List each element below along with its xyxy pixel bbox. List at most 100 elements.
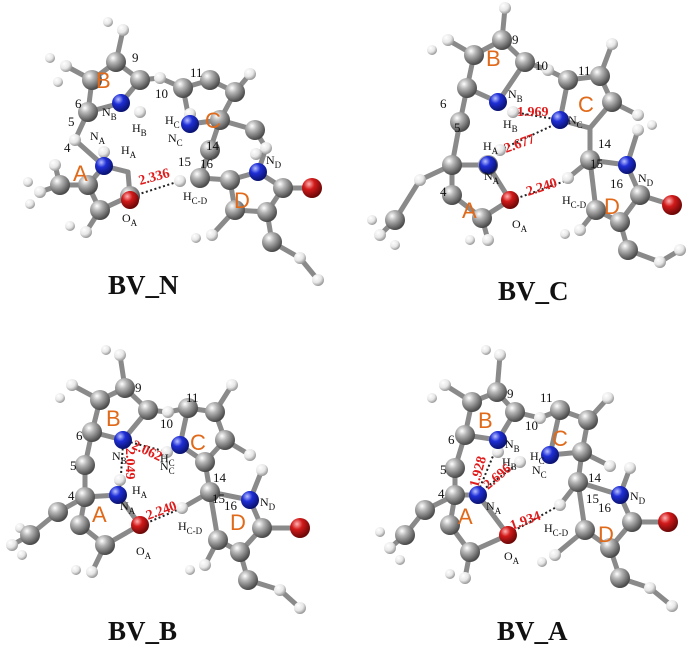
distance-label-2: 2.049 (122, 448, 137, 480)
atom-ha: HA (132, 483, 148, 500)
atom-nd: ND (638, 171, 654, 188)
ring-label-d: D (234, 188, 250, 213)
ring-label-b: B (478, 408, 493, 433)
ring-label-c: C (578, 92, 594, 117)
position-14: 14 (206, 138, 220, 153)
position-11: 11 (578, 63, 591, 78)
ring-label-a: A (458, 504, 473, 529)
ring-label-d: D (604, 194, 620, 219)
position-11: 11 (190, 65, 203, 80)
ring-label-a: A (462, 198, 477, 223)
position-15: 15 (590, 156, 603, 171)
atom-hc: HC (530, 449, 545, 466)
position-10: 10 (160, 416, 173, 431)
position-16: 16 (200, 156, 214, 171)
position-5: 5 (440, 462, 447, 477)
position-4: 4 (438, 486, 445, 501)
atom-nb: NB (505, 437, 520, 454)
atoms (367, 2, 686, 268)
panel-bv-a: B A C D 4 5 6 9 10 11 14 15 16 NA NB NC … (375, 345, 678, 646)
distance-label-3: 2.240 (144, 499, 179, 524)
position-4: 4 (68, 488, 75, 503)
bonds (387, 352, 675, 609)
atom-na: NA (90, 129, 106, 146)
position-5: 5 (70, 458, 77, 473)
position-4: 4 (440, 184, 447, 199)
atom-nb: NB (508, 87, 523, 104)
distance-label-3: 1.934 (508, 509, 543, 534)
position-16: 16 (224, 498, 238, 513)
ring-label-d: D (230, 510, 246, 535)
ring-label-c: C (552, 426, 568, 451)
position-5: 5 (454, 120, 461, 135)
atom-hb: HB (502, 455, 517, 472)
atom-oa: OA (504, 549, 520, 566)
panel-bv-n: B A C D 4 5 6 9 10 11 14 15 16 NA NB NC … (23, 17, 324, 300)
panel-title: BV_C (498, 276, 569, 306)
distance-label-2: 2.677 (502, 132, 537, 157)
ring-label-d: D (598, 522, 614, 547)
atom-ha: HA (483, 139, 499, 156)
atom-nd: ND (630, 489, 646, 506)
position-14: 14 (598, 136, 612, 151)
atom-hcd: HC-D (544, 521, 569, 538)
atom-nc: NC (532, 463, 547, 480)
ring-label-b: B (486, 46, 501, 71)
atoms (6, 345, 310, 614)
distance-label-3: 2.240 (525, 176, 560, 200)
atom-nc: NC (568, 113, 583, 130)
ring-label-a: A (92, 502, 107, 527)
position-15: 15 (178, 154, 191, 169)
panel-bv-c: B A C D 4 5 6 9 10 11 14 15 16 NA NB NC … (367, 2, 686, 306)
position-4: 4 (64, 140, 71, 155)
atom-na: NA (486, 499, 502, 516)
ring-label-c: C (190, 430, 206, 455)
position-6: 6 (75, 96, 82, 111)
panel-bv-b: B A C D 4 5 6 9 10 11 14 15 16 NA NB NC … (6, 345, 310, 646)
atom-hcd: HC-D (178, 519, 203, 536)
position-5: 5 (68, 114, 75, 129)
position-9: 9 (512, 32, 519, 47)
position-16: 16 (598, 500, 612, 515)
atom-hc: HC (165, 113, 180, 130)
position-6: 6 (440, 96, 447, 111)
atom-na: NA (120, 499, 136, 516)
atom-oa: OA (512, 217, 528, 234)
position-16: 16 (610, 176, 624, 191)
atom-nc: NC (168, 131, 183, 148)
ring-label-b: B (106, 406, 121, 431)
atom-hcd: HC-D (183, 189, 208, 206)
atoms (375, 345, 678, 612)
atom-hb: HB (132, 121, 147, 138)
position-15: 15 (586, 491, 599, 506)
atom-nb: NB (112, 449, 127, 466)
position-15: 15 (212, 491, 225, 506)
panel-title: BV_B (108, 616, 177, 646)
ring-label-a: A (73, 161, 88, 186)
position-14: 14 (213, 470, 227, 485)
position-11: 11 (540, 390, 553, 405)
position-10: 10 (155, 86, 168, 101)
position-6: 6 (76, 428, 83, 443)
position-9: 9 (132, 50, 139, 65)
atom-na: NA (484, 169, 500, 186)
atom-hb: HB (503, 117, 518, 134)
position-9: 9 (135, 380, 142, 395)
atom-ha: HA (121, 143, 137, 160)
panel-title: BV_A (497, 616, 568, 646)
atom-hc: HC (160, 451, 175, 468)
ring-label-c: C (205, 108, 221, 133)
atom-nc: NC (160, 459, 175, 476)
distance-label-1: 1.969 (517, 105, 549, 120)
atom-nb: NB (102, 105, 117, 122)
ring-label-b: B (96, 68, 111, 93)
atom-nd: ND (266, 153, 282, 170)
position-14: 14 (588, 470, 602, 485)
position-11: 11 (186, 390, 199, 405)
atom-nd: ND (260, 495, 276, 512)
distance-label: 2.336 (137, 166, 171, 189)
bonds (9, 352, 303, 611)
position-10: 10 (535, 58, 548, 73)
atom-oa: OA (122, 211, 138, 228)
